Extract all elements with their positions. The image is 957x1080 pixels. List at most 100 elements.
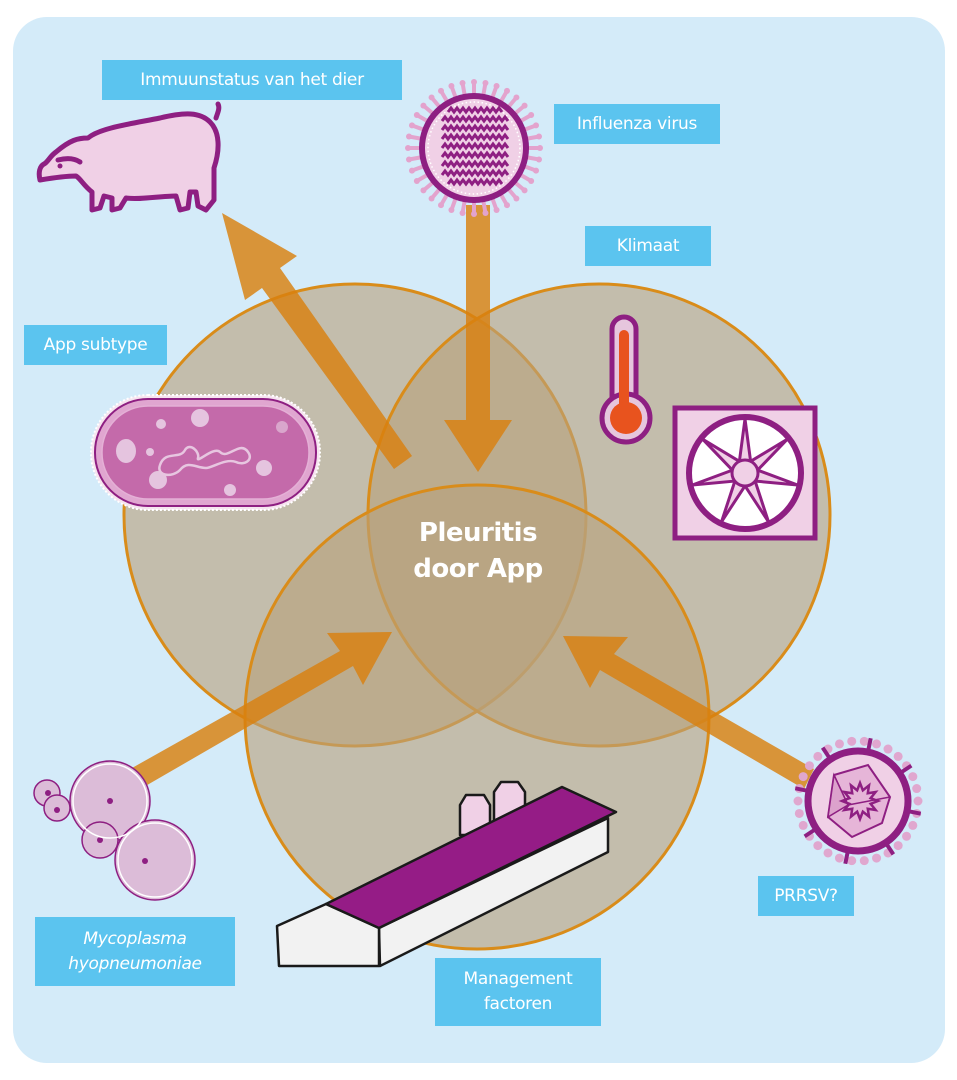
virus-spike-tip bbox=[504, 87, 510, 94]
virus-spike-tip bbox=[420, 102, 427, 109]
virus-spike bbox=[793, 796, 803, 806]
virus-spike bbox=[908, 820, 918, 830]
rna-strand bbox=[440, 168, 510, 178]
virus-spike-tip bbox=[493, 82, 500, 89]
pig-barn-icon bbox=[275, 780, 618, 968]
virus-pin bbox=[865, 737, 873, 753]
label-app-subtype: App subtype bbox=[24, 325, 167, 365]
virus-spike bbox=[834, 853, 844, 863]
virus-spike bbox=[794, 808, 804, 818]
mycoplasma-cells-icon bbox=[33, 760, 196, 901]
virus-spike bbox=[893, 841, 903, 851]
label-mycoplasma: Mycoplasma hyopneumoniae bbox=[35, 917, 235, 986]
virus-spike-tip bbox=[428, 195, 435, 202]
virus-spike-tip bbox=[533, 167, 540, 174]
virus-spike bbox=[847, 856, 857, 866]
virus-spike-tip bbox=[513, 195, 520, 202]
label-climate-text: Klimaat bbox=[616, 236, 680, 256]
virus-spike bbox=[893, 751, 903, 761]
rna-strand bbox=[446, 105, 504, 115]
virus-pin bbox=[820, 746, 833, 761]
virus-pin bbox=[906, 808, 922, 816]
ventilation-fan-icon bbox=[672, 405, 818, 541]
label-mycoplasma-line2: hyopneumoniae bbox=[68, 953, 202, 974]
label-immune-status-text: Immuunstatus van het dier bbox=[140, 70, 364, 90]
virus-spike-tip bbox=[471, 79, 477, 85]
virus-spike-tip bbox=[428, 94, 435, 101]
bacterium-icon bbox=[90, 394, 321, 511]
rna-strand bbox=[440, 141, 510, 151]
virus-spike-tip bbox=[535, 133, 542, 140]
influenza-virus-icon bbox=[405, 79, 543, 217]
virus-spike bbox=[912, 784, 922, 794]
virus-spike-tip bbox=[448, 207, 455, 214]
virus-spike bbox=[798, 772, 808, 782]
virus-spike-tip bbox=[413, 112, 420, 118]
virus-spike bbox=[813, 841, 823, 851]
arrow-from-prrsv bbox=[563, 636, 814, 789]
virus-spike bbox=[804, 761, 814, 771]
virus-spike-tip bbox=[482, 80, 489, 87]
center-title-line1: Pleuritis bbox=[418, 518, 538, 548]
virus-spike-tip bbox=[537, 145, 543, 151]
virus-spike-tip bbox=[438, 87, 444, 94]
virus-pin bbox=[794, 786, 810, 794]
virus-spike-tip bbox=[504, 202, 510, 209]
virus-spike-tip bbox=[405, 145, 411, 151]
rna-strand bbox=[440, 123, 510, 133]
virus-spike bbox=[908, 772, 918, 782]
virus-pin bbox=[898, 763, 913, 776]
label-mycoplasma-line1: Mycoplasma bbox=[83, 928, 187, 949]
rna-strand bbox=[440, 132, 510, 142]
center-title: Pleuritis door App bbox=[378, 515, 578, 587]
label-prrsv: PRRSV? bbox=[758, 876, 854, 916]
label-management: Management factoren bbox=[435, 958, 601, 1026]
virus-spike-tip bbox=[521, 187, 528, 194]
virus-spike-tip bbox=[406, 156, 413, 163]
virus-spike bbox=[859, 856, 869, 866]
virus-spike-tip bbox=[459, 209, 466, 216]
virus-spike bbox=[872, 739, 882, 749]
prrs-virus-icon bbox=[793, 736, 923, 866]
virus-pin bbox=[843, 849, 851, 865]
label-prrsv-text: PRRSV? bbox=[774, 886, 838, 906]
virus-spike-tip bbox=[408, 122, 415, 129]
virus-pin bbox=[883, 841, 896, 856]
label-influenza-text: Influenza virus bbox=[576, 114, 698, 134]
virus-spike bbox=[798, 820, 808, 830]
rna-strand bbox=[440, 159, 510, 169]
virus-spike-tip bbox=[408, 167, 415, 174]
label-app-subtype-text: App subtype bbox=[43, 335, 148, 355]
rna-strand bbox=[440, 114, 510, 124]
label-influenza: Influenza virus bbox=[554, 104, 720, 144]
virus-spike bbox=[834, 739, 844, 749]
virus-pin bbox=[803, 826, 818, 839]
virus-spike bbox=[902, 831, 912, 841]
thermometer-icon bbox=[599, 314, 653, 445]
arrows bbox=[132, 205, 814, 789]
virus-spike-tip bbox=[420, 187, 427, 194]
virus-spike bbox=[872, 853, 882, 863]
label-management-line2: factoren bbox=[483, 994, 553, 1014]
virus-spike-tip bbox=[406, 133, 413, 140]
rna-strand bbox=[440, 150, 510, 160]
virus-core bbox=[838, 779, 882, 823]
virus-spike bbox=[823, 848, 833, 858]
label-climate: Klimaat bbox=[585, 226, 711, 266]
virus-spike-tip bbox=[513, 94, 520, 101]
virus-spike bbox=[847, 736, 857, 746]
pig-icon bbox=[36, 101, 222, 213]
virus-spike-tip bbox=[438, 202, 444, 209]
virus-spike-tip bbox=[493, 207, 500, 214]
virus-spike-tip bbox=[413, 178, 420, 184]
virus-spike bbox=[913, 796, 923, 806]
virus-spike-tip bbox=[528, 112, 535, 118]
center-title-line2: door App bbox=[413, 554, 543, 584]
virus-spike-tip bbox=[471, 211, 477, 217]
virus-spike-tip bbox=[528, 178, 535, 184]
virus-spike-tip bbox=[448, 82, 455, 89]
arrow-from-influenza bbox=[444, 205, 512, 472]
virus-spike-tip bbox=[482, 209, 489, 216]
virus-spike-tip bbox=[521, 102, 528, 109]
